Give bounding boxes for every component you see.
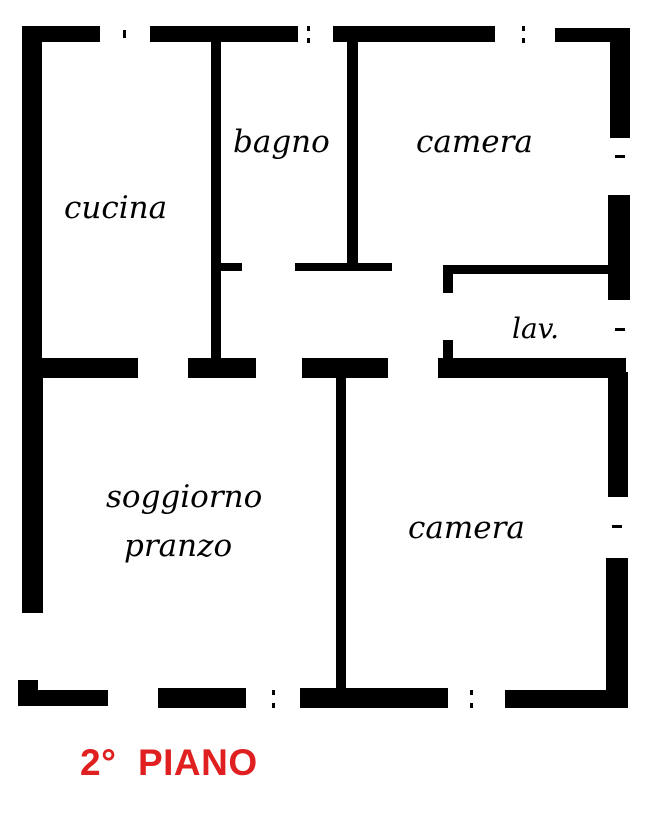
wall-right-1	[610, 28, 630, 138]
wall-lav-top	[445, 265, 613, 274]
floor-gap	[116, 742, 138, 783]
floor-plan: cucina bagno camera lav. soggiorno pranz…	[18, 26, 630, 708]
wall-bottom-4	[505, 690, 628, 708]
room-label-lav: lav.	[512, 312, 559, 345]
floor-title: 2° PIANO	[80, 742, 258, 784]
tick-8	[612, 525, 622, 528]
wall-mid-3	[302, 358, 388, 378]
room-label-cucina: cucina	[64, 190, 167, 226]
tick-3	[307, 38, 310, 43]
wall-left-lower	[22, 365, 43, 613]
tick-10	[272, 703, 275, 708]
wall-cucina-bagno	[211, 40, 221, 362]
tick-7	[615, 328, 625, 331]
wall-lav-left-top	[443, 265, 453, 293]
tick-1	[123, 30, 126, 38]
tick-12	[470, 703, 473, 708]
room-label-camera-bottom: camera	[408, 510, 525, 546]
wall-mid-2	[188, 358, 256, 378]
wall-right-3	[608, 372, 628, 497]
wall-lav-left-bottom	[443, 340, 453, 362]
wall-soggiorno-camera	[336, 375, 346, 693]
wall-mid-1	[22, 358, 138, 378]
room-label-camera-top: camera	[416, 124, 533, 160]
wall-bottom-3	[300, 688, 448, 708]
wall-corridor-left	[220, 263, 242, 271]
tick-4	[522, 26, 525, 31]
wall-corridor-mid	[295, 263, 392, 271]
room-label-pranzo: pranzo	[124, 528, 232, 564]
wall-bagno-camera	[347, 40, 358, 265]
wall-top-2	[150, 26, 298, 42]
room-label-soggiorno: soggiorno	[106, 479, 262, 515]
wall-mid-4	[438, 358, 626, 378]
tick-2	[307, 26, 310, 31]
wall-right-2	[608, 195, 630, 300]
floor-word: PIANO	[137, 742, 258, 783]
wall-right-4	[606, 558, 628, 708]
wall-bottom-1b	[18, 690, 108, 706]
tick-9	[272, 690, 275, 695]
wall-bottom-2	[158, 688, 246, 708]
tick-11	[470, 690, 473, 695]
wall-left-upper	[22, 26, 42, 381]
floor-number: 2°	[80, 742, 117, 783]
tick-6	[615, 155, 625, 158]
tick-5	[522, 38, 525, 43]
room-label-bagno: bagno	[233, 124, 330, 160]
wall-top-3	[333, 26, 495, 42]
